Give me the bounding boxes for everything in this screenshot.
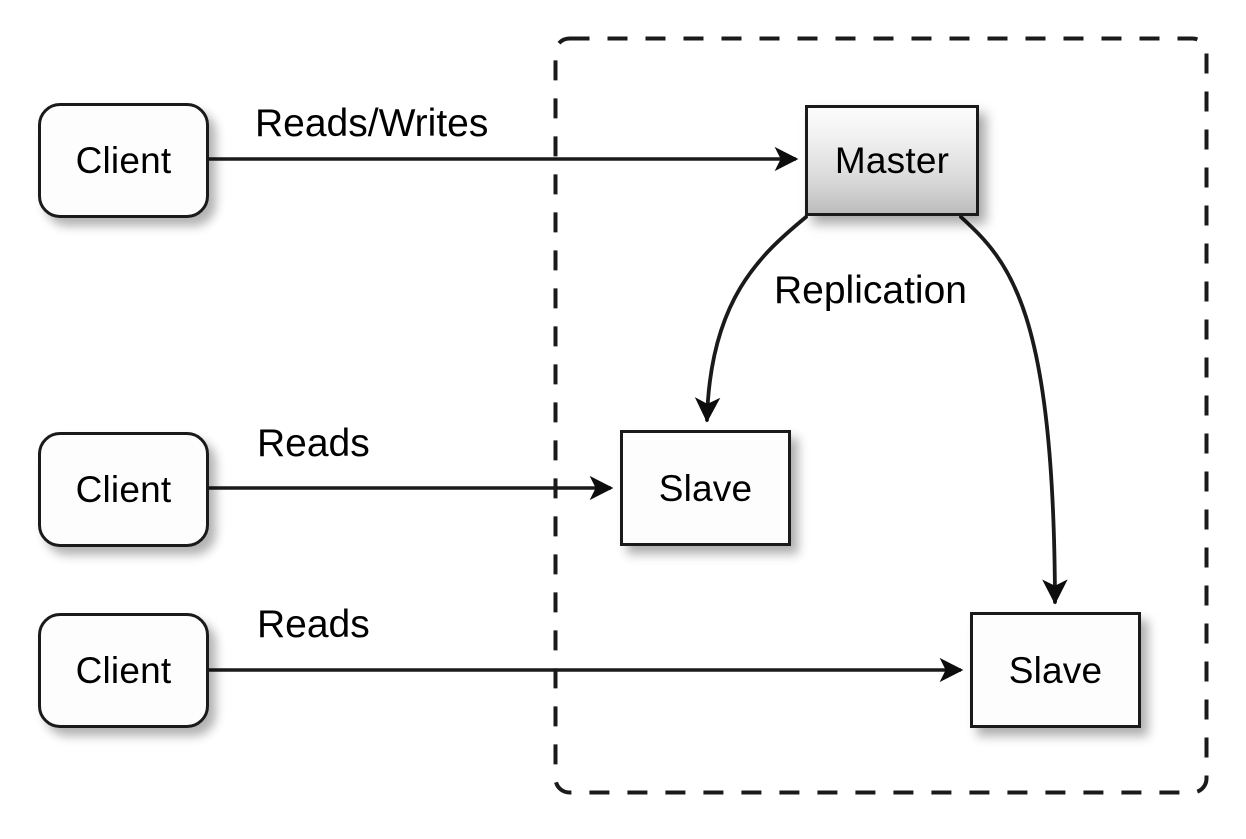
node-client-2-label: Client	[75, 469, 172, 510]
edge-master-slave2-curve	[959, 215, 1068, 605]
node-client-3[interactable]: Client	[38, 613, 209, 728]
edge-label-reads-2: Reads	[257, 603, 370, 646]
node-client-1-label: Client	[75, 140, 172, 181]
node-slave-2[interactable]: Slave	[970, 612, 1141, 728]
node-client-3-label: Client	[75, 650, 172, 691]
node-client-2[interactable]: Client	[38, 432, 209, 547]
edge-master-slave1-curve	[694, 215, 808, 423]
edge-label-replication: Replication	[774, 269, 967, 312]
node-client-1[interactable]: Client	[38, 103, 209, 218]
node-master[interactable]: Master	[805, 105, 979, 216]
node-slave-2-label: Slave	[1008, 649, 1103, 691]
edge-label-reads-writes: Reads/Writes	[255, 102, 489, 145]
edge-label-reads-1: Reads	[257, 422, 370, 465]
replication-boundary	[553, 36, 1209, 795]
node-master-label: Master	[834, 140, 950, 181]
node-slave-1-label: Slave	[658, 467, 753, 509]
node-slave-1[interactable]: Slave	[620, 430, 791, 546]
